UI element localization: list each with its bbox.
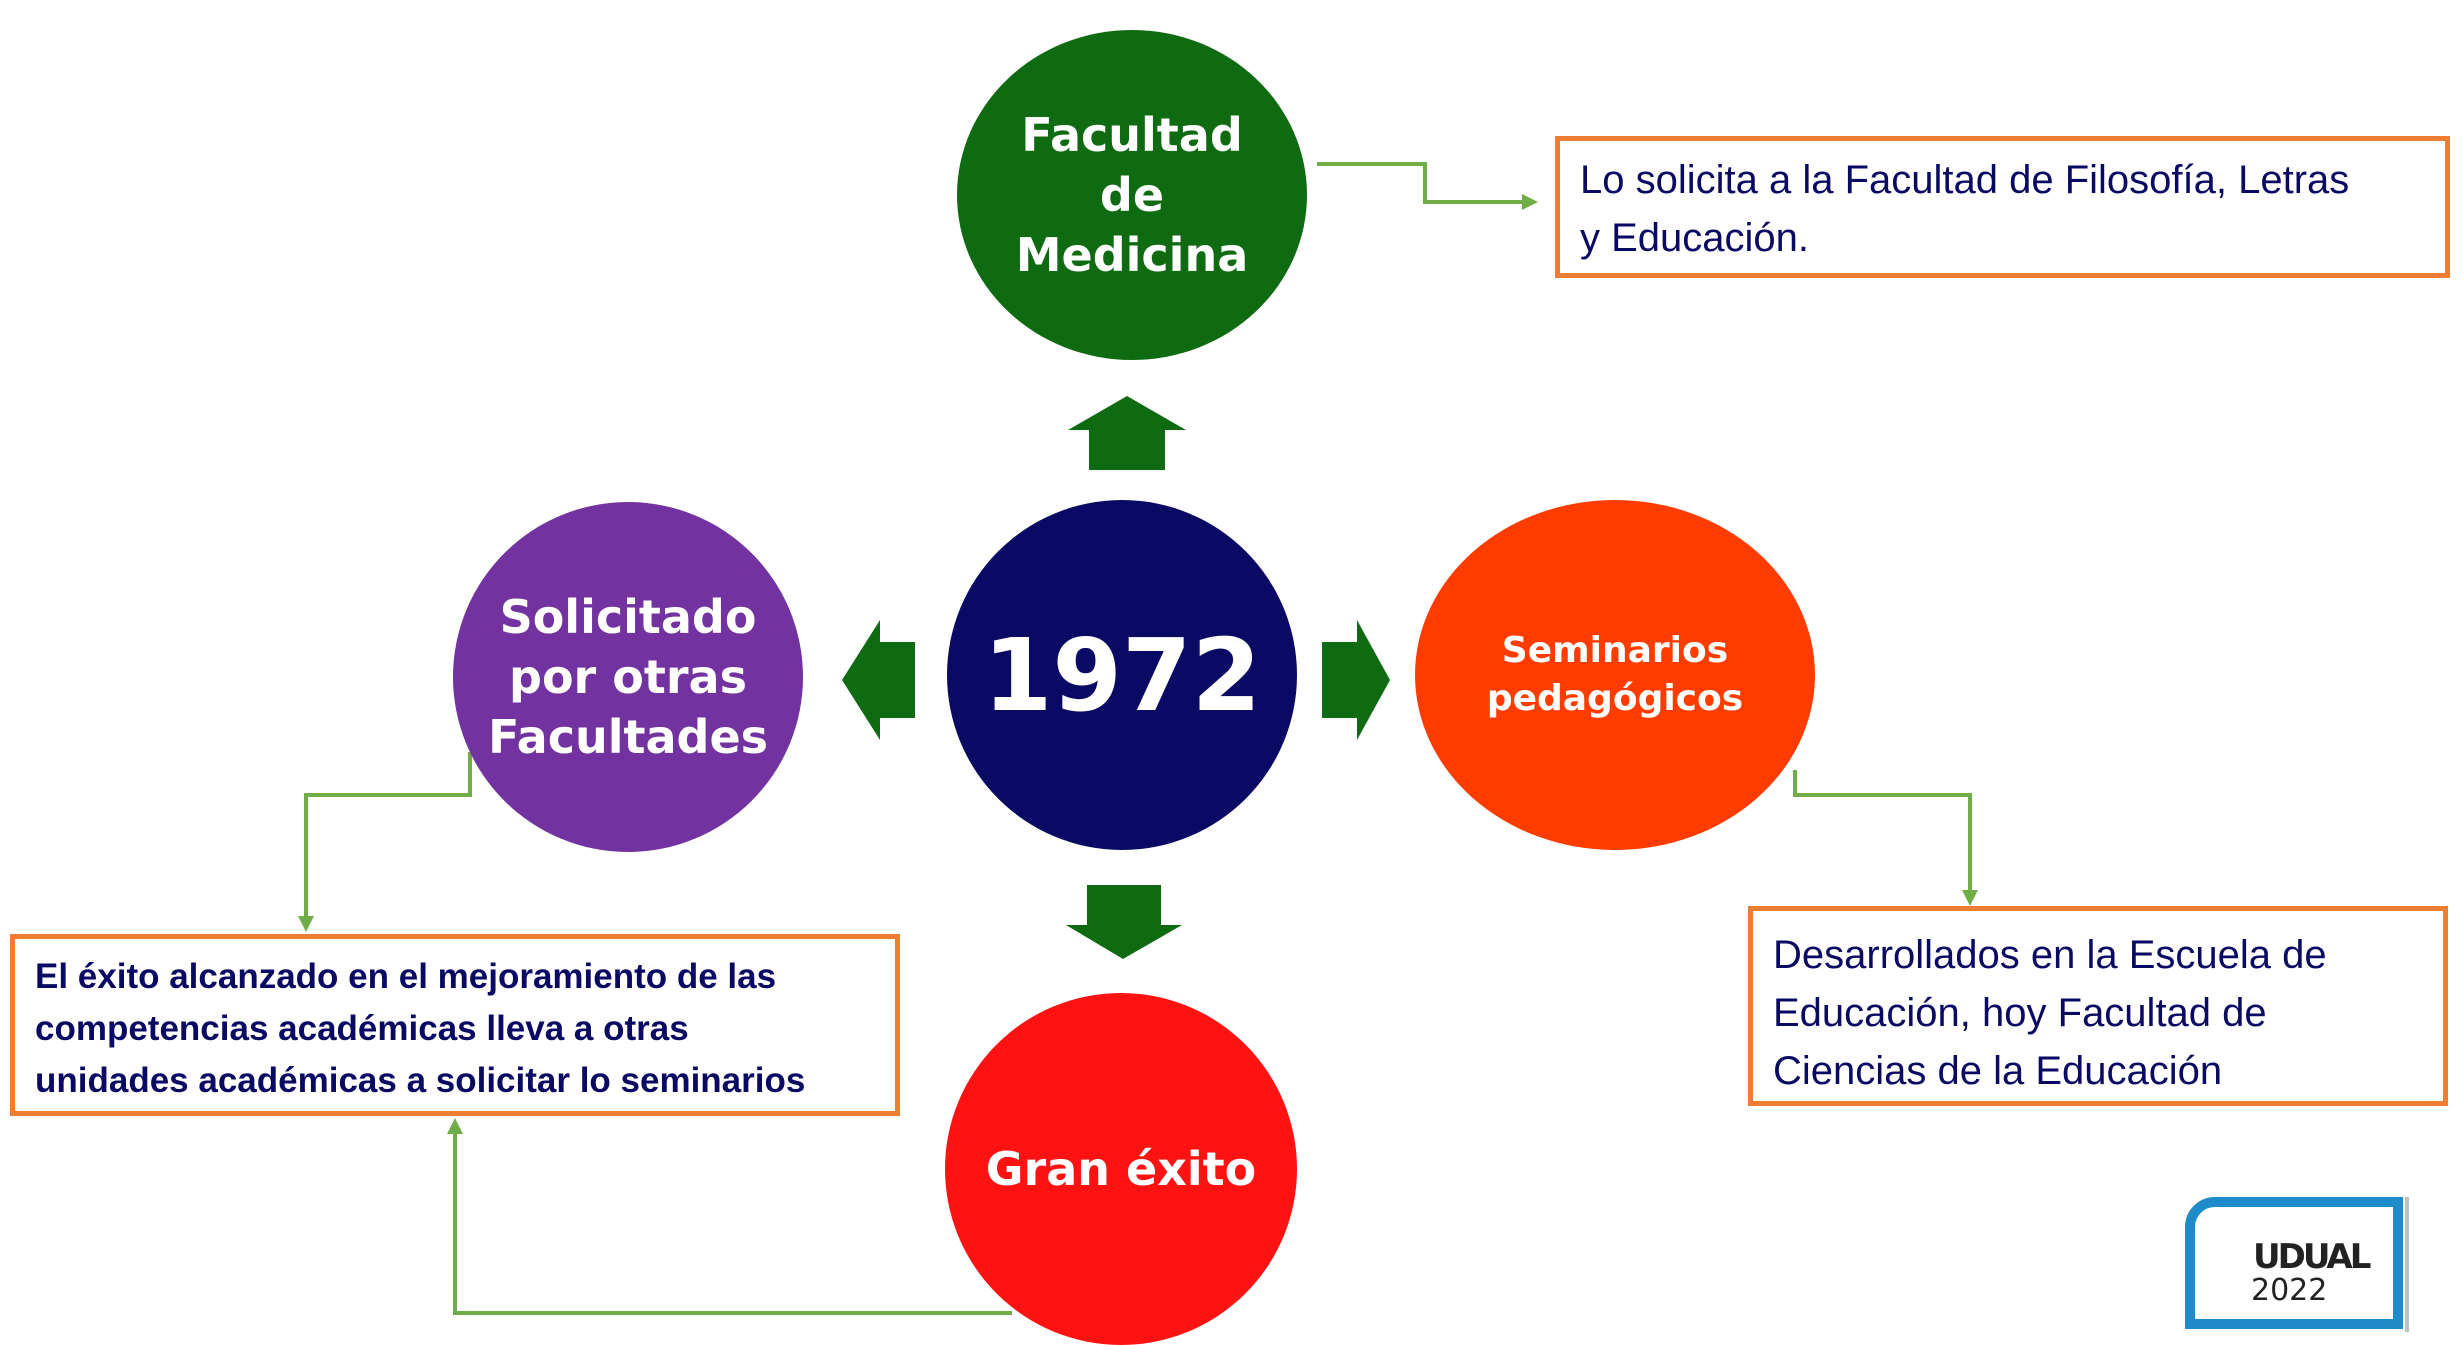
node-center-year: 1972	[947, 500, 1297, 850]
node-seminarios-line-1: Seminarios	[1501, 630, 1729, 671]
connector-medicina	[1317, 162, 1528, 204]
box-escuela: Desarrollados en la Escuela de Educación…	[1748, 906, 2448, 1106]
box-filosofia-line-2: y Educación.	[1580, 216, 1810, 260]
connector-seminarios-arrowhead	[1962, 890, 1978, 906]
node-medicina-line-1: Facultad	[1021, 108, 1243, 162]
connector-exito-arrowhead	[447, 1118, 463, 1134]
node-exito-label: Gran éxito	[985, 1142, 1257, 1196]
udual-logo: UDUAL 2022	[2185, 1197, 2403, 1329]
node-gran-exito: Gran éxito	[945, 993, 1297, 1345]
node-solicitado: Solicitado por otras Facultades	[453, 502, 803, 852]
box-exito-line-1: El éxito alcanzado en el mejoramiento de…	[35, 957, 777, 996]
logo-edge	[2405, 1197, 2409, 1332]
arrow-right	[1322, 620, 1390, 740]
arrow-left	[842, 620, 915, 740]
connector-seminarios	[1793, 770, 1972, 895]
node-solicitado-text: Solicitado por otras Facultades	[488, 587, 768, 767]
logo-mark: UDUAL	[2253, 1237, 2371, 1277]
connector-solicitado-arrowhead	[298, 916, 314, 932]
box-escuela-line-3: Ciencias de la Educación	[1773, 1049, 2223, 1093]
box-exito-line-2: competencias académicas lleva a otras	[35, 1009, 689, 1048]
node-medicina-text: Facultad de Medicina	[1016, 105, 1249, 285]
connector-exito	[453, 1130, 1012, 1315]
arrow-up	[1068, 396, 1186, 470]
node-solicitado-line-2: por otras	[509, 650, 747, 704]
node-seminarios-line-2: pedagógicos	[1486, 678, 1744, 719]
node-seminarios: Seminarios pedagógicos	[1415, 500, 1815, 850]
node-medicina-line-2: de	[1099, 168, 1165, 222]
box-escuela-line-1: Desarrollados en la Escuela de	[1773, 933, 2327, 977]
node-solicitado-line-3: Facultades	[487, 710, 769, 764]
logo-year: 2022	[2251, 1273, 2328, 1308]
box-exito: El éxito alcanzado en el mejoramiento de…	[10, 934, 900, 1116]
connector-medicina-arrowhead	[1522, 194, 1538, 210]
arrow-down	[1066, 885, 1182, 959]
connector-solicitado	[304, 752, 472, 920]
node-solicitado-line-1: Solicitado	[499, 590, 757, 644]
center-year-label: 1972	[982, 616, 1262, 734]
box-filosofia-line-1: Lo solicita a la Facultad de Filosofía, …	[1580, 158, 2350, 202]
node-facultad-medicina: Facultad de Medicina	[957, 30, 1307, 360]
box-exito-line-3: unidades académicas a solicitar lo semin…	[35, 1061, 806, 1100]
box-filosofia: Lo solicita a la Facultad de Filosofía, …	[1555, 136, 2450, 278]
box-escuela-line-2: Educación, hoy Facultad de	[1773, 991, 2267, 1035]
node-medicina-line-3: Medicina	[1015, 228, 1249, 282]
node-seminarios-text: Seminarios pedagógicos	[1487, 627, 1743, 723]
